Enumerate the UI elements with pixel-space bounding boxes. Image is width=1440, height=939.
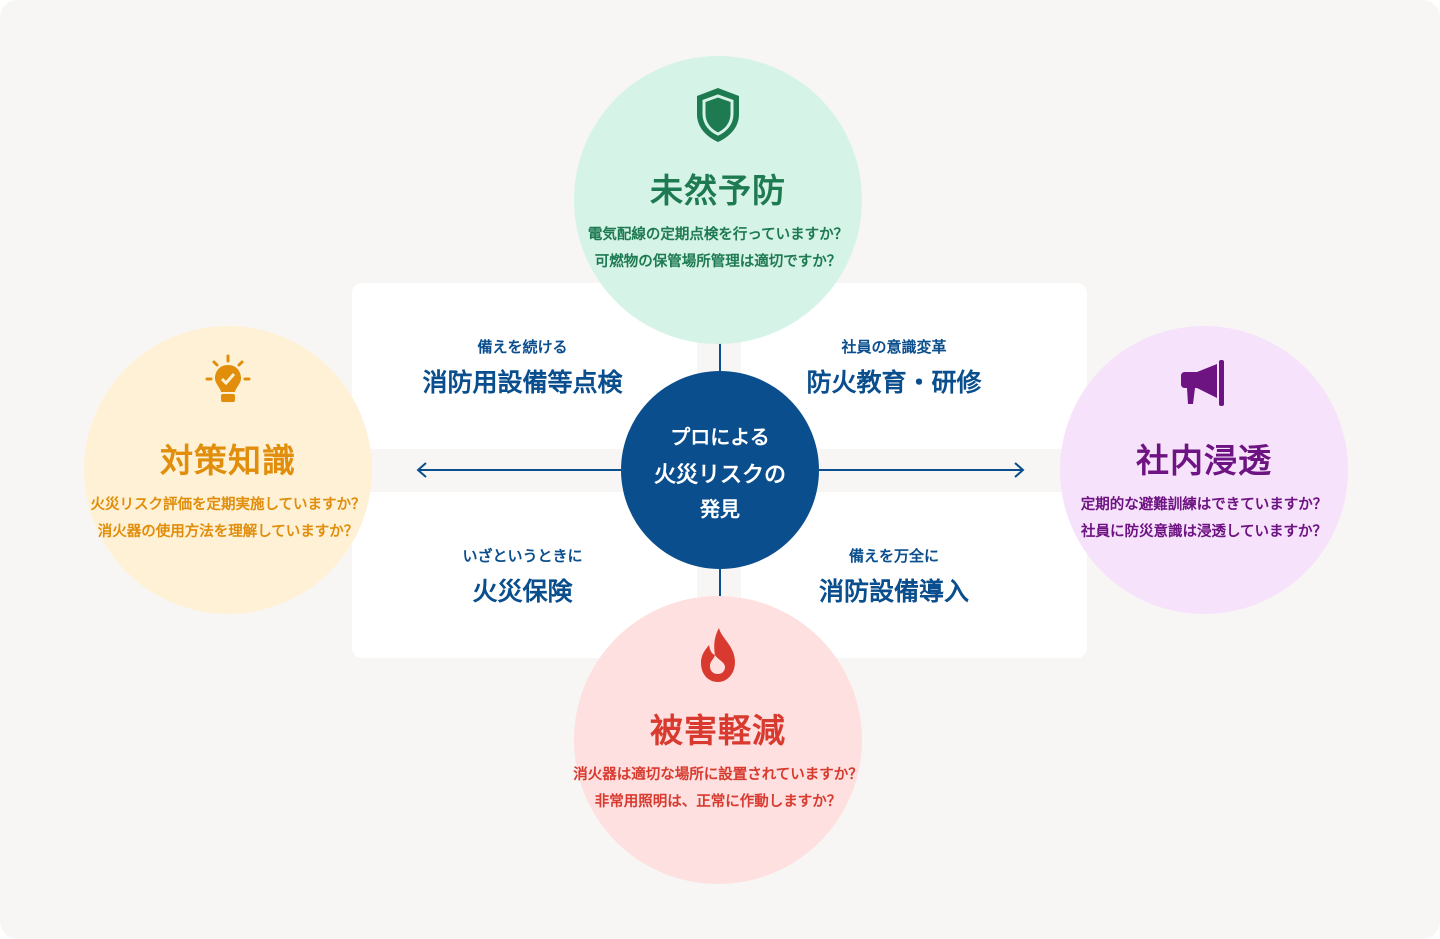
circle-title: 対策知識: [160, 441, 296, 480]
lightbulb-check-icon: [205, 354, 251, 402]
circle-awareness: 社内浸透 定期的な避難訓練はできていますか？ 社員に防災意識は浸透していますか？: [1060, 326, 1348, 614]
circle-question: 社員に防災意識は浸透していますか？: [1080, 524, 1328, 540]
circle-question: 消火器の使用方法を理解していますか？: [97, 524, 359, 540]
center-circle: プロによる 火災リスクの 発見: [621, 371, 819, 569]
quadrant-title: 消防用設備等点検: [422, 368, 623, 397]
circle-knowledge: 対策知識 火災リスク評価を定期実施していますか？ 消火器の使用方法を理解していま…: [84, 326, 372, 614]
quadrant-subtitle: 備えを万全に: [848, 547, 939, 565]
circle-title: 未然予防: [650, 171, 786, 210]
circle-prevention: 未然予防 電気配線の定期点検を行っていますか？ 可燃物の保管場所管理は適切ですか…: [574, 56, 862, 344]
quadrant-title: 防火教育・研修: [806, 368, 982, 397]
circle-question: 可燃物の保管場所管理は適切ですか？: [594, 254, 842, 270]
circle-question: 火災リスク評価を定期実施していますか？: [90, 497, 366, 513]
circle-title: 被害軽減: [650, 711, 786, 750]
center-text: プロによる: [670, 425, 770, 449]
quadrant-title: 消防設備導入: [818, 577, 969, 606]
center-text: 火災リスクの: [653, 463, 786, 488]
circle-title: 社内浸透: [1136, 441, 1272, 480]
fire-icon: [701, 628, 735, 682]
quadrant-subtitle: 備えを続ける: [477, 338, 568, 356]
circle-question: 定期的な避難訓練はできていますか？: [1080, 497, 1328, 513]
quadrant-subtitle: いざというときに: [462, 547, 583, 565]
shield-icon: [697, 88, 739, 142]
quadrant-subtitle: 社員の意識変革: [841, 338, 947, 356]
circle-mitigation: 被害軽減 消火器は適切な場所に設置されていますか？ 非常用照明は、正常に作動しま…: [573, 596, 863, 884]
circle-question: 消火器は適切な場所に設置されていますか？: [573, 767, 863, 783]
circle-question: 非常用照明は、正常に作動しますか？: [594, 794, 842, 810]
circle-question: 電気配線の定期点検を行っていますか？: [587, 227, 849, 243]
megaphone-icon: [1181, 360, 1224, 406]
center-text: 発見: [700, 497, 740, 521]
quadrant-title: 火災保険: [472, 577, 573, 606]
